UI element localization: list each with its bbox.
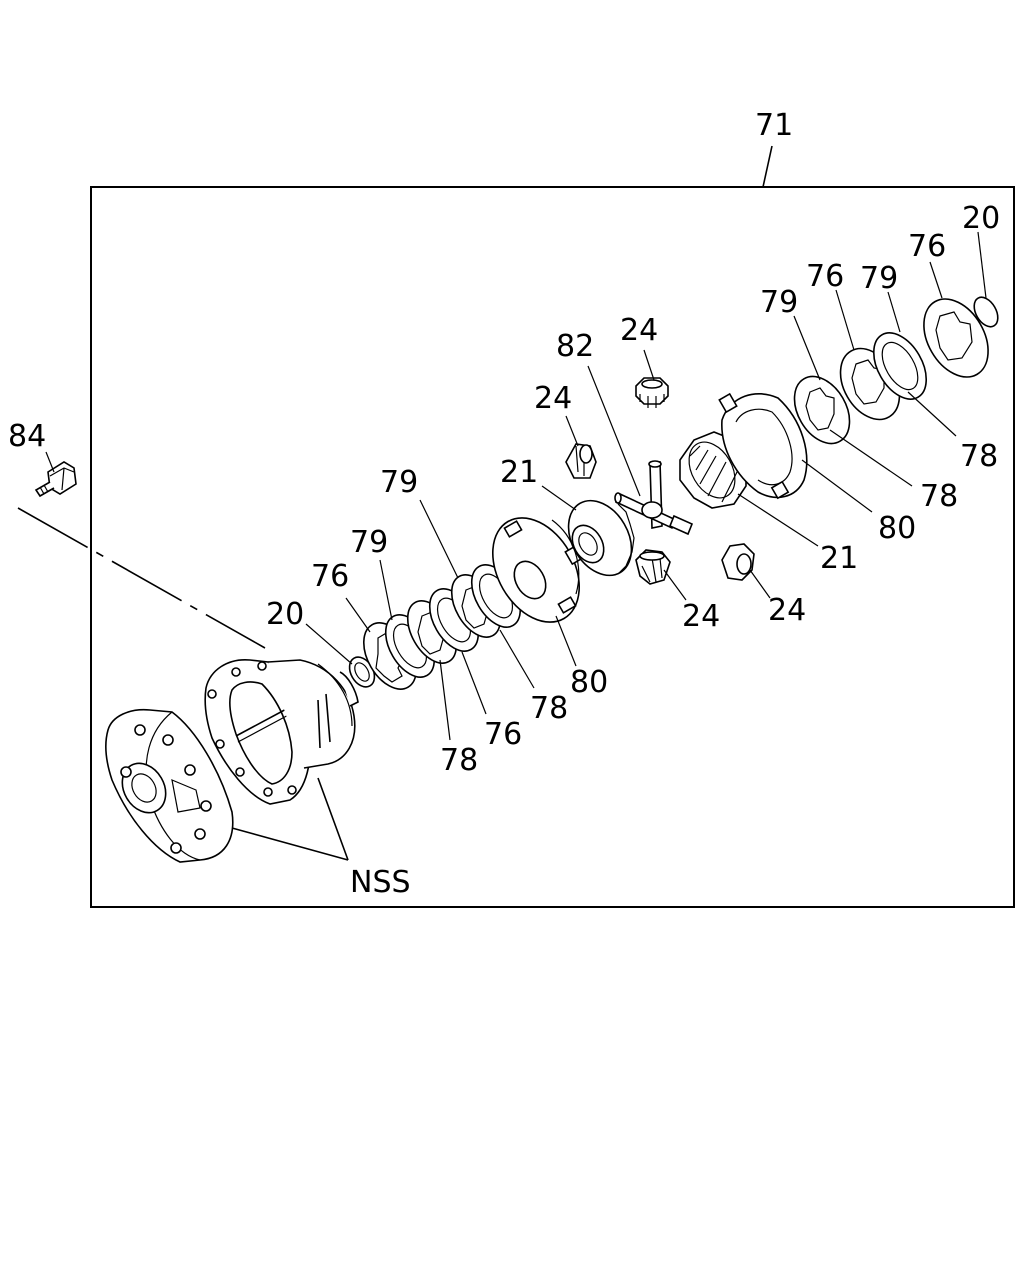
callout-76-left-b: 76 [484,717,522,752]
friction-disc-right-b[interactable] [863,324,937,408]
nss-leader-body [317,777,349,861]
callout-78-right-b: 78 [920,479,958,514]
callout-24-lower-mid: 24 [682,599,720,634]
callout-20-right: 20 [962,201,1000,236]
callout-78-left-b: 78 [530,691,568,726]
side-gear-left[interactable] [556,489,644,586]
callout-21-right: 21 [820,541,858,576]
callout-76-left: 76 [311,559,349,594]
pinion-gear-top[interactable] [635,377,669,408]
callout-84: 84 [8,419,46,454]
friction-disc-right-a[interactable] [783,367,861,453]
pressure-ring-right[interactable] [718,392,808,500]
callout-20-left: 20 [266,597,304,632]
nss-leader-cover [231,827,349,861]
thrust-washer-right[interactable] [969,293,1002,331]
clutch-plate-right-b[interactable] [911,288,1001,389]
assembly-leader [762,145,773,188]
case-body-part[interactable] [204,659,359,805]
bolt-part[interactable] [34,461,77,498]
callout-76-right-a: 76 [806,259,844,294]
callout-82: 82 [556,329,594,364]
callout-79-left-b: 79 [380,465,418,500]
callout-76-right-b: 76 [908,229,946,264]
bolt-phantom-line [17,507,266,649]
callout-24-upper-left: 24 [534,381,572,416]
callout-24-top: 24 [620,313,658,348]
pressure-ring-left[interactable] [475,503,597,638]
callout-78-left-a: 78 [440,743,478,778]
case-cover-part[interactable] [105,708,234,863]
pinion-gear-upper-left[interactable] [565,443,597,479]
pinion-gear-lower-right[interactable] [721,543,755,581]
callout-nss: NSS [350,865,411,900]
pinion-cross-shaft[interactable] [614,460,694,536]
callout-80-left: 80 [570,665,608,700]
callout-21-left: 21 [500,455,538,490]
callout-79-right-b: 79 [860,261,898,296]
callout-80-right: 80 [878,511,916,546]
leader-lines [45,231,987,741]
callout-assembly: 71 [755,108,793,143]
callout-79-right-a: 79 [760,285,798,320]
callout-24-lower-right: 24 [768,593,806,628]
callout-79-left-a: 79 [350,525,388,560]
callout-78-right-a: 78 [960,439,998,474]
pinion-gear-lower-mid[interactable] [635,549,671,585]
assembly-frame [90,186,1015,908]
